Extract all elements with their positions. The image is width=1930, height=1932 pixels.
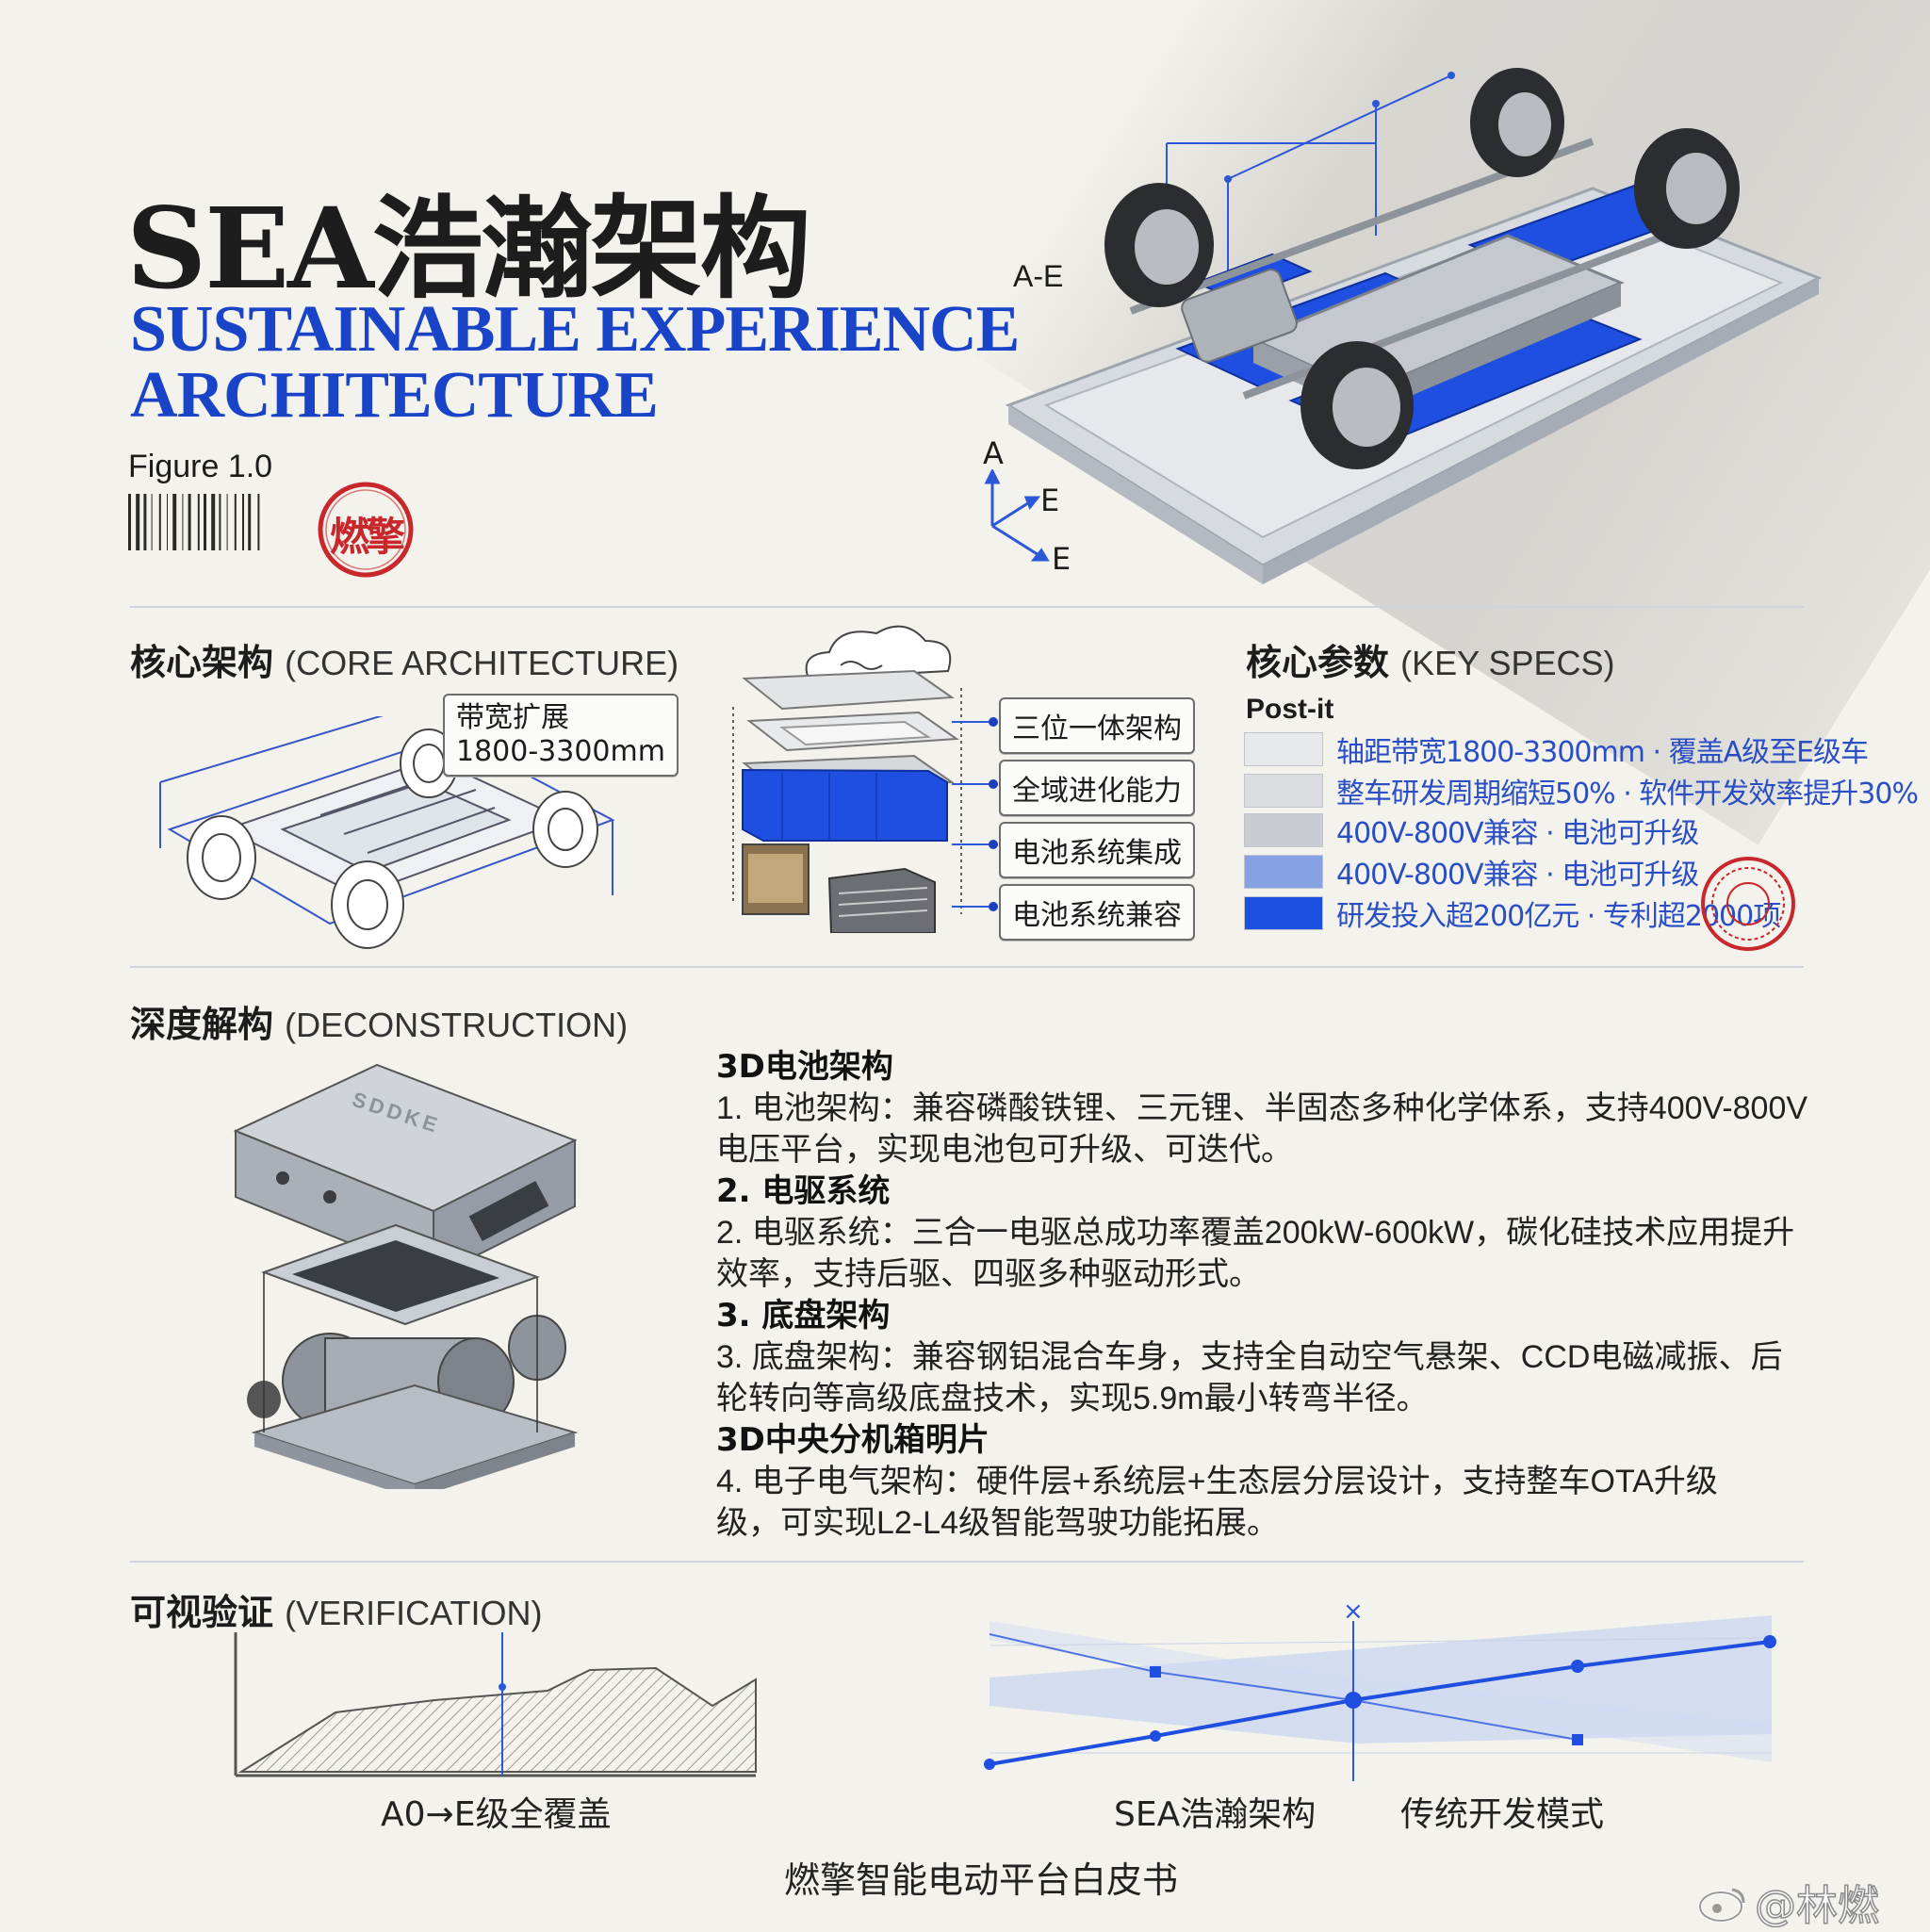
decon-item-line2: 级，可实现L2-L4级智能驾驶功能拓展。 [716,1505,1279,1541]
comparison-line-chart: × [984,1602,1776,1781]
seal-stamp-icon: 燃擎 [317,481,415,579]
weibo-icon [1698,1888,1745,1923]
coverage-area-chart [234,1632,757,1777]
spec-row: 轴距带宽1800-3300mm · 覆盖A级至E级车 [1244,731,1869,769]
spec-row: 整车研发周期缩短50% · 软件开发效率提升30% [1244,773,1919,810]
layer-stack-illustration [732,625,962,933]
spec-text: 轴距带宽1800-3300mm · 覆盖A级至E级车 [1336,736,1869,769]
red-seal-icon [1701,857,1795,951]
barcode-icon [128,494,260,550]
decon-item-line1: 1. 电池架构：兼容磷酸铁锂、三元锂、半固态多种化学体系，支持400V-800V [716,1090,1808,1126]
spec-swatch [1244,774,1323,808]
decon-item-line2: 轮转向等高级底盘技术，实现5.9m最小转弯半径。 [716,1381,1429,1416]
decon-item: 3. 底盘架构 3. 底盘架构：兼容钢铝混合车身，支持全自动空气悬架、CCD电磁减… [716,1295,1807,1419]
title-en-line2: ARCHITECTURE [130,359,659,432]
section-divider [130,966,1804,968]
spec-swatch [1244,896,1323,930]
spec-text: 400V-800V兼容 · 电池可升级 [1336,817,1699,850]
decon-item-title: 2. 电驱系统 [716,1172,891,1210]
spec-swatch [1244,732,1323,766]
decon-item: 2. 电驱系统 2. 电驱系统：三合一电驱总成功率覆盖200kW-600kW，碳化… [716,1171,1807,1295]
decon-item-title: 3D中央分机箱明片 [716,1421,990,1459]
page-title: SEA浩瀚架构 [126,183,811,314]
exploded-powertrain-illustration [233,1063,579,1489]
x-marker-icon: × [1343,1602,1364,1626]
decon-item-line2: 电压平台，实现电池包可升级、可迭代。 [716,1132,1293,1168]
section-divider [130,1561,1804,1563]
footer-title: 燃擎智能电动平台白皮书 [784,1859,1179,1901]
decon-item-line1: 2. 电驱系统：三合一电驱总成功率覆盖200kW-600kW，碳化硅技术应用提升 [716,1215,1795,1251]
verify-heading-en: (VERIFICATION) [285,1594,543,1632]
sea-caption: SEA浩瀚架构 [1114,1795,1317,1834]
watermark: @林燃 [1696,1872,1880,1932]
core-heading-en: (CORE ARCHITECTURE) [285,644,679,682]
watermark-handle: @林燃 [1754,1881,1880,1931]
spec-row: 研发投入超200亿元 · 专利超2000项 [1244,895,1781,933]
decon-item-title: 3. 底盘架构 [716,1297,891,1334]
callout-line2: 1800-3300mm [456,735,665,768]
figure-label: Figure 1.0 [128,449,273,484]
chassis-sketch-illustration [159,716,615,949]
range-label: A-E [1013,259,1064,293]
layer-label-2: 全域进化能力 [999,760,1195,816]
decon-item-title: 3D电池架构 [716,1048,893,1086]
specs-heading-cn: 核心参数 [1246,642,1390,683]
layer-label-3: 电池系统集成 [999,822,1195,878]
key-specs-heading: 核心参数 (KEY SPECS) [1246,633,1615,685]
verification-heading: 可视验证 (VERIFICATION) [130,1583,542,1635]
core-heading-cn: 核心架构 [130,642,274,683]
bandwidth-callout: 带宽扩展 1800-3300mm [443,694,679,777]
spec-swatch [1244,855,1323,889]
axis-label-e1: E [1040,483,1060,518]
axis-gizmo-icon [984,469,1050,562]
axis-label-e2: E [1052,541,1071,577]
section-divider [130,606,1804,608]
layer-label-1: 三位一体架构 [999,697,1195,754]
decon-item-line2: 效率，支持后驱、四驱多种驱动形式。 [716,1256,1261,1292]
deconstruction-list: 3D电池架构 1. 电池架构：兼容磷酸铁锂、三元锂、半固态多种化学体系，支持400… [716,1046,1807,1544]
decon-heading-cn: 深度解构 [130,1004,274,1045]
verify-heading-cn: 可视验证 [130,1592,274,1633]
callout-line1: 带宽扩展 [456,701,569,734]
layer-label-4: 电池系统兼容 [999,884,1195,941]
spec-row: 400V-800V兼容 · 电池可升级 [1244,854,1699,892]
spec-text: 整车研发周期缩短50% · 软件开发效率提升30% [1336,778,1919,810]
spec-row: 400V-800V兼容 · 电池可升级 [1244,812,1699,850]
decon-item-line1: 4. 电子电气架构：硬件层+系统层+生态层分层设计，支持整车OTA升级 [716,1464,1718,1499]
chassis-hero-illustration [1005,68,1823,584]
decon-heading-en: (DECONSTRUCTION) [285,1006,629,1044]
spec-text: 研发投入超200亿元 · 专利超2000项 [1336,900,1781,933]
spec-swatch [1244,813,1323,847]
seal-text: 燃擎 [329,514,405,560]
coverage-caption: A0→E级全覆盖 [381,1795,612,1834]
decon-item: 3D中央分机箱明片 4. 电子电气架构：硬件层+系统层+生态层分层设计，支持整车O… [716,1419,1807,1544]
decon-item-line1: 3. 底盘架构：兼容钢铝混合车身，支持全自动空气悬架、CCD电磁减振、后 [716,1339,1783,1375]
spec-text: 400V-800V兼容 · 电池可升级 [1336,859,1699,892]
layer-connector-lines [952,717,998,911]
specs-heading-en: (KEY SPECS) [1400,644,1615,682]
core-architecture-heading: 核心架构 (CORE ARCHITECTURE) [130,633,679,685]
decon-item: 3D电池架构 1. 电池架构：兼容磷酸铁锂、三元锂、半固态多种化学体系，支持400… [716,1046,1807,1171]
deconstruction-heading: 深度解构 (DECONSTRUCTION) [130,995,628,1047]
traditional-caption: 传统开发模式 [1400,1795,1605,1834]
title-en-line1: SUSTAINABLE EXPERIENCE [130,293,1020,366]
axis-label-a: A [983,435,1004,471]
postit-label: Post-it [1246,694,1334,725]
